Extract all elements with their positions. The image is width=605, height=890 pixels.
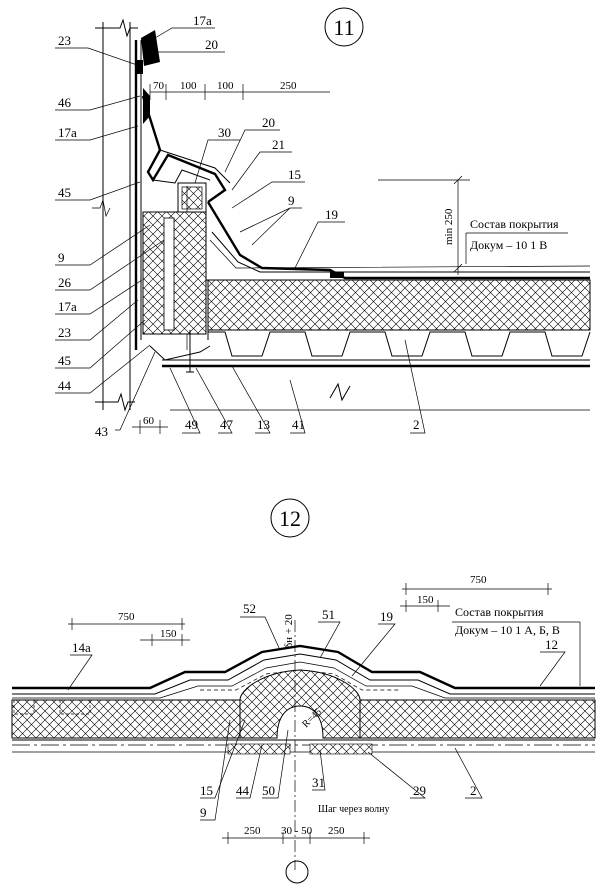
label-11-30: 30 <box>218 125 231 140</box>
detail-11-number: 11 <box>333 15 354 40</box>
label-11-23b: 23 <box>58 325 71 340</box>
dim-height-250: min 250 <box>378 175 470 275</box>
detail-12: 12 δн + 20 R=45 <box>11 498 596 884</box>
note-11-title: Состав покрытия <box>470 217 559 231</box>
detail-12-marker <box>270 498 310 538</box>
label-12-12: 12 <box>545 637 558 652</box>
label-12-2: 2 <box>470 783 477 798</box>
note-composition-11: Состав покрытия Докум – 10 1 В <box>465 217 568 264</box>
ridge-insulation <box>239 669 361 739</box>
detail-11: 11 <box>55 7 591 439</box>
dim-bottom-gap: 30 - 50 <box>281 825 313 837</box>
dims-left-12: 750 150 <box>68 611 190 646</box>
label-12-29: 29 <box>413 783 426 798</box>
label-11-13: 13 <box>257 417 270 432</box>
label-11-15: 15 <box>288 167 301 182</box>
label-11-43: 43 <box>95 424 108 439</box>
label-11-19: 19 <box>325 207 338 222</box>
detail-12-number: 12 <box>279 506 301 531</box>
label-11-26: 26 <box>58 275 72 290</box>
label-12-9: 9 <box>200 805 207 820</box>
axis-marker <box>285 860 309 884</box>
dim-100b: 100 <box>217 80 234 92</box>
label-11-45a: 45 <box>58 185 71 200</box>
label-12-14a: 14а <box>72 640 91 655</box>
dim-bottom-250b: 250 <box>328 825 345 837</box>
label-12-15: 15 <box>200 783 213 798</box>
roof-membrane <box>206 201 591 280</box>
insulation-right <box>359 699 596 739</box>
dim-bottom-250a: 250 <box>244 825 261 837</box>
insulation-left <box>11 699 241 739</box>
upstand-board <box>163 217 175 331</box>
dim-60: 60 <box>132 415 168 434</box>
label-11-17a-top: 17а <box>193 13 212 28</box>
dims-bottom-12: 250 30 - 50 250 <box>222 825 370 844</box>
dim-60-label: 60 <box>143 415 155 427</box>
label-12-52: 52 <box>243 601 256 616</box>
note-composition-12: Состав покрытия Докум – 10 1 А, Б, В <box>452 605 581 686</box>
label-12-31: 31 <box>312 775 325 790</box>
label-11-41: 41 <box>292 417 305 432</box>
roof-insulation <box>207 279 591 331</box>
dim-peak-label: δн + 20 <box>283 614 295 648</box>
leaders-top-12 <box>67 616 566 691</box>
pitch-note: Шаг через волну <box>318 804 389 815</box>
detail-11-marker <box>324 7 364 47</box>
label-12-50: 50 <box>262 783 275 798</box>
label-11-9: 9 <box>58 250 65 265</box>
note-11-ref: Докум – 10 1 В <box>470 238 547 252</box>
flashing-apron <box>141 95 231 203</box>
profiled-deck <box>208 331 591 357</box>
label-12-51: 51 <box>322 607 335 622</box>
label-11-2: 2 <box>413 417 420 432</box>
leaders-bottom-12 <box>200 719 483 821</box>
dim-chain-top: 70 100 100 250 <box>149 80 330 100</box>
label-11-23a: 23 <box>58 33 71 48</box>
dim-left-750: 750 <box>118 611 135 623</box>
dim-right-750: 750 <box>470 574 487 586</box>
dims-right-12: 750 150 <box>400 574 552 612</box>
dim-right-150: 150 <box>417 594 434 606</box>
note-12-ref: Докум – 10 1 А, Б, В <box>455 623 560 637</box>
upstand-insulation <box>142 211 207 335</box>
label-11-17a-a: 17а <box>58 125 77 140</box>
dim-height-label: min 250 <box>443 208 455 245</box>
dim-left-150: 150 <box>160 628 177 640</box>
leaders-left-11 <box>55 47 165 431</box>
label-11-49: 49 <box>185 417 198 432</box>
support-beam <box>149 330 590 411</box>
label-11-20b: 20 <box>262 115 275 130</box>
label-11-9b: 9 <box>288 193 295 208</box>
label-11-47: 47 <box>220 417 234 432</box>
dim-100a: 100 <box>180 80 197 92</box>
label-11-45b: 45 <box>58 353 71 368</box>
leaders-bottom-11 <box>169 339 426 434</box>
label-11-46: 46 <box>58 95 72 110</box>
label-12-44: 44 <box>236 783 250 798</box>
dim-70: 70 <box>153 80 165 92</box>
ridge-membranes <box>12 644 595 699</box>
label-11-21: 21 <box>272 137 285 152</box>
wall <box>92 18 138 412</box>
dim-250: 250 <box>280 80 297 92</box>
label-11-17a-b: 17а <box>58 299 77 314</box>
leaders-top-11 <box>154 27 345 269</box>
label-11-44: 44 <box>58 378 72 393</box>
label-12-19: 19 <box>380 609 393 624</box>
note-12-title: Состав покрытия <box>455 605 544 619</box>
label-11-20-top: 20 <box>205 37 218 52</box>
deck-12 <box>12 699 595 755</box>
